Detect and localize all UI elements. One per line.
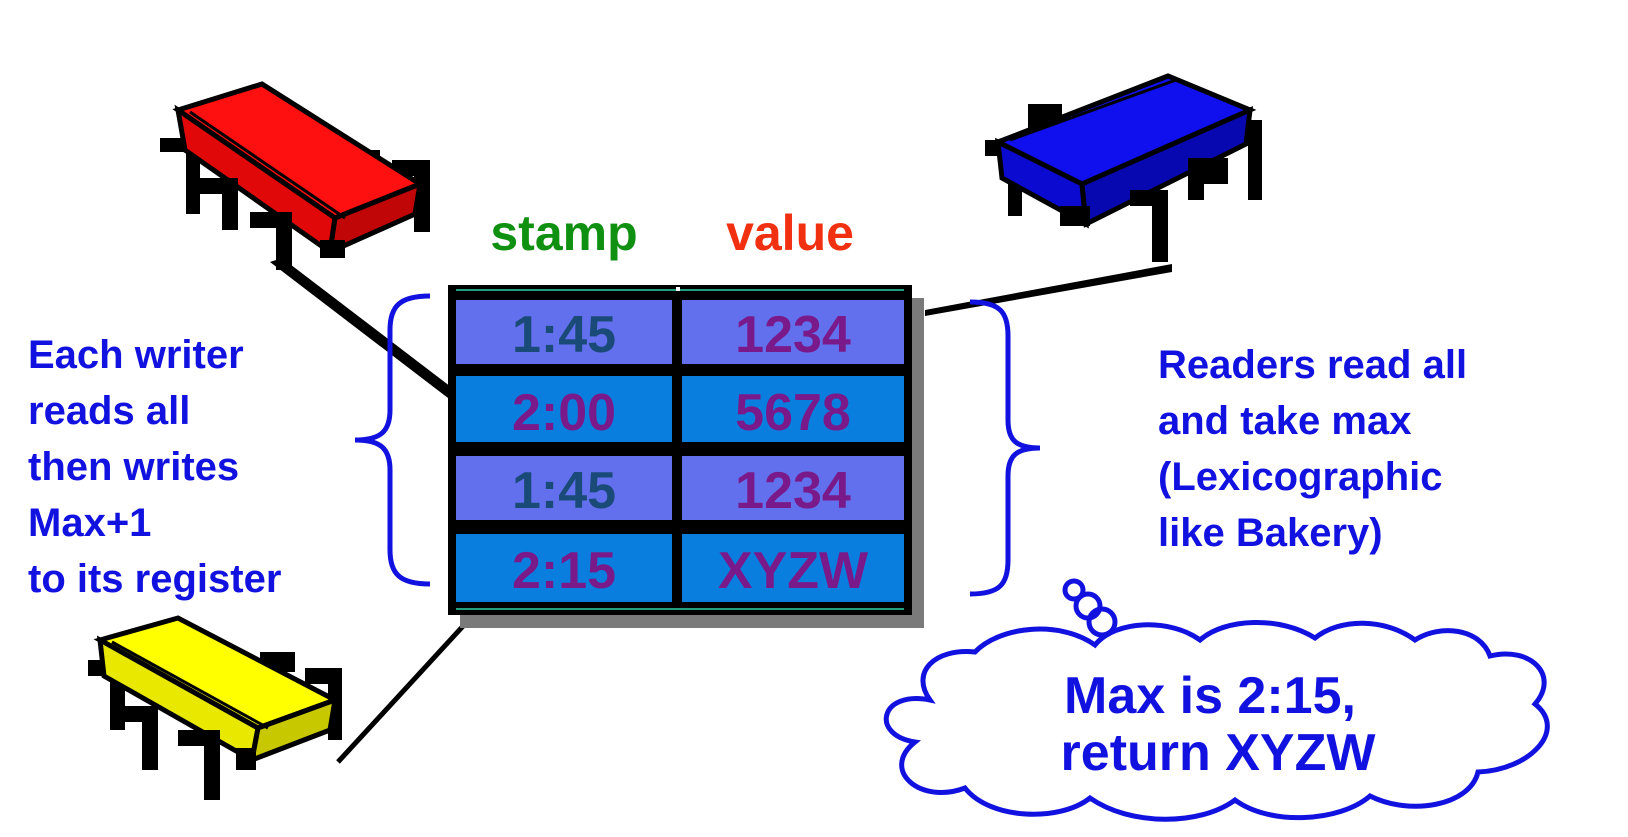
blue-processor-chip-icon (985, 73, 1262, 262)
thought-bubble: Max is 2:15, return XYZW (883, 578, 1550, 822)
register-table: 1:45 1234 2:00 5678 1:45 1234 2:15 XYZW (448, 285, 924, 628)
row-stamp: 1:45 (512, 462, 616, 520)
writer-note-line: Max+1 (28, 501, 151, 545)
table-row: 1:45 1234 (456, 456, 904, 520)
red-processor-chip-icon (160, 81, 430, 270)
table-row: 2:00 5678 (456, 376, 904, 442)
row-value: 5678 (735, 384, 851, 442)
reader-note-line: (Lexicographic (1158, 455, 1443, 499)
table-row: 1:45 1234 (456, 300, 904, 364)
writer-note-line: Each writer (28, 333, 244, 377)
row-stamp: 1:45 (512, 306, 616, 364)
row-value: 1234 (735, 462, 851, 520)
thought-line: return XYZW (1061, 724, 1377, 782)
writer-note-line: then writes (28, 445, 239, 489)
blue-chip-wire (925, 264, 1172, 316)
left-brace (354, 293, 431, 587)
reader-note-line: and take max (1158, 399, 1411, 443)
reader-note-line: Readers read all (1158, 343, 1467, 387)
row-stamp: 2:00 (512, 384, 616, 442)
right-brace (969, 299, 1041, 597)
table-row: 2:15 XYZW (456, 534, 904, 602)
writer-note-line: to its register (28, 557, 281, 601)
value-cell (682, 300, 904, 364)
value-cell (682, 534, 904, 602)
stamp-cell (456, 300, 672, 364)
row-value: 1234 (735, 306, 851, 364)
writer-note: Each writer reads all then writes Max+1 … (28, 333, 281, 601)
red-chip-wire (270, 258, 455, 398)
value-cell (682, 456, 904, 520)
reader-note-line: like Bakery) (1158, 511, 1383, 555)
thought-line: Max is 2:15, (1064, 667, 1356, 725)
row-stamp: 2:15 (512, 542, 616, 600)
yellow-chip-wire (336, 610, 478, 764)
stamp-cell (456, 376, 672, 442)
value-column-header: value (726, 205, 854, 261)
stamp-cell (456, 534, 672, 602)
row-value: XYZW (718, 542, 869, 600)
stamp-column-header: stamp (490, 205, 637, 261)
yellow-processor-chip-icon (88, 615, 342, 800)
stamp-cell (456, 456, 672, 520)
reader-note: Readers read all and take max (Lexicogra… (1158, 343, 1467, 555)
writer-note-line: reads all (28, 389, 190, 433)
value-cell (682, 376, 904, 442)
